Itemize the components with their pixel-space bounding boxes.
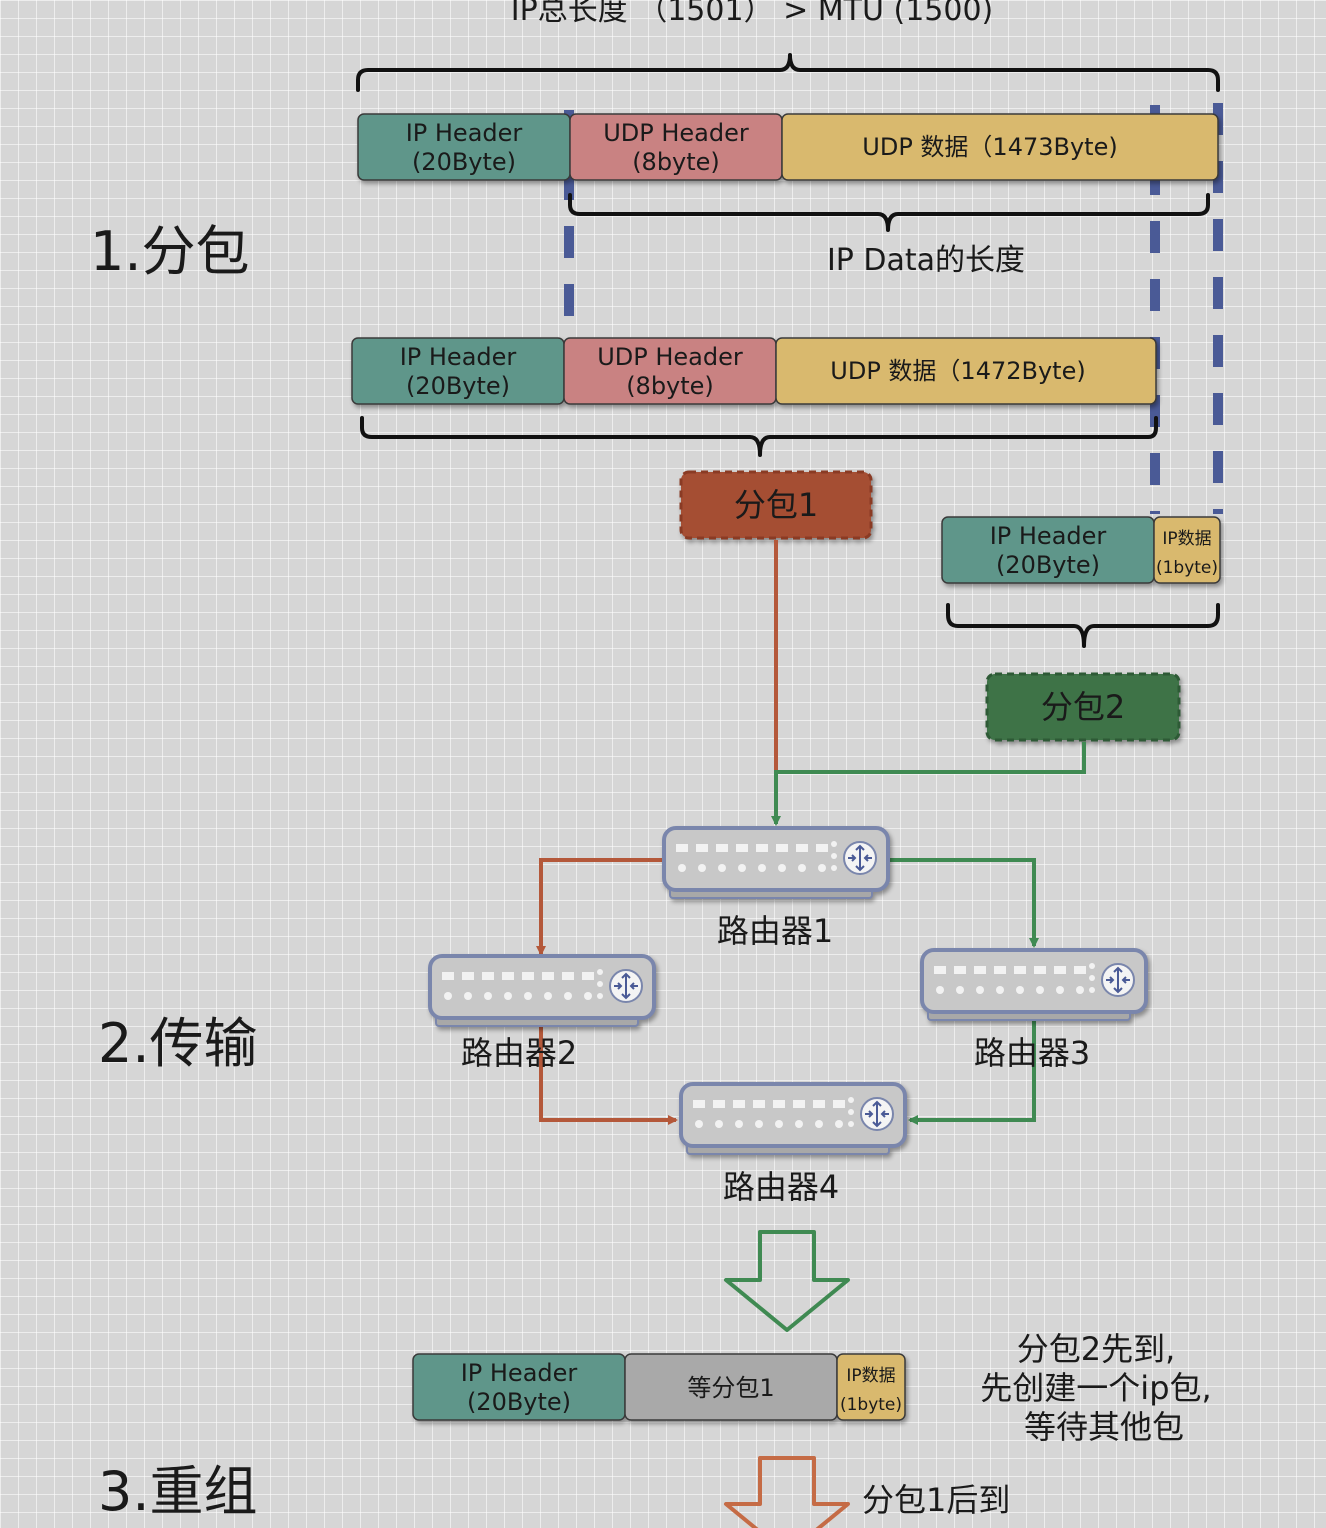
reasm-ip-data-label: IP数据 bbox=[846, 1366, 895, 1386]
wire-router3-to-router4 bbox=[908, 1020, 1036, 1125]
ip-data-length-label: IP Data的长度 bbox=[827, 243, 1025, 278]
packet1-label: 分包1 bbox=[734, 486, 818, 524]
fragment2-packet: IP Header (20Byte) IP数据 (1byte) bbox=[941, 516, 1221, 584]
reasm-ip-data-size: (1byte) bbox=[840, 1395, 902, 1415]
frag1-ip-header-label: IP Header bbox=[400, 343, 517, 371]
hollow-down-arrow-icon bbox=[724, 1230, 850, 1332]
packet2-label: 分包2 bbox=[1041, 688, 1125, 726]
wire-router1-to-router3 bbox=[888, 858, 1039, 948]
orig-udp-header-label: UDP Header bbox=[603, 119, 749, 147]
top-total-length-label: IP总长度 （1501） > MTU (1500) bbox=[511, 0, 994, 28]
reasm-ip-header-size: (20Byte) bbox=[467, 1388, 571, 1416]
orig-udp-data-box bbox=[781, 113, 1219, 181]
ip-data-brace bbox=[568, 193, 1210, 232]
reasm-ip-header-label: IP Header bbox=[461, 1359, 578, 1387]
section-reassemble-label: 3.重组 bbox=[98, 1460, 258, 1523]
note-packet2-first-line3: 等待其他包 bbox=[1024, 1408, 1184, 1446]
frag2-ip-data-label: IP数据 bbox=[1162, 529, 1211, 549]
router-icon bbox=[428, 954, 656, 1028]
section-split-label: 1.分包 bbox=[90, 220, 250, 283]
orig-udp-data-label: UDP 数据（1473Byte) bbox=[862, 133, 1117, 161]
router1-label: 路由器1 bbox=[717, 912, 833, 950]
frag1-udp-data-box bbox=[775, 337, 1157, 405]
frag2-ip-data-box bbox=[1153, 516, 1221, 584]
router4-label: 路由器4 bbox=[723, 1168, 839, 1206]
frag1-udp-header-label: UDP Header bbox=[597, 343, 743, 371]
router1 bbox=[662, 826, 890, 900]
frag2-ip-header-size: (20Byte) bbox=[996, 551, 1100, 579]
frag2-ip-header-label: IP Header bbox=[990, 522, 1107, 550]
reasm-ip-data-box bbox=[836, 1353, 906, 1421]
orig-ip-header-size: (20Byte) bbox=[412, 148, 516, 176]
fragment2-brace bbox=[946, 603, 1220, 648]
packet1-badge bbox=[679, 470, 873, 540]
note-packet2-first-line1: 分包2先到, bbox=[1017, 1330, 1176, 1368]
router-icon bbox=[920, 948, 1148, 1022]
router3-label: 路由器3 bbox=[974, 1034, 1090, 1072]
router4 bbox=[679, 1082, 907, 1156]
wire-router1-to-router2 bbox=[536, 858, 664, 956]
router2 bbox=[428, 954, 656, 1028]
reasm-waiting-label: 等分包1 bbox=[687, 1374, 774, 1402]
orig-udp-header-size: (8byte) bbox=[632, 148, 720, 176]
frag1-ip-header-size: (20Byte) bbox=[406, 372, 510, 400]
fragment1-packet: IP Header (20Byte) UDP Header (8byte) UD… bbox=[351, 337, 1157, 405]
frag2-ip-data-size: (1byte) bbox=[1156, 558, 1218, 578]
frag1-udp-header-size: (8byte) bbox=[626, 372, 714, 400]
hollow-down-arrow-icon bbox=[724, 1456, 850, 1528]
orig-ip-header-label: IP Header bbox=[406, 119, 523, 147]
total-length-brace bbox=[356, 53, 1220, 92]
router2-label: 路由器2 bbox=[461, 1034, 577, 1072]
note-packet1-later: 分包1后到 bbox=[862, 1481, 1010, 1519]
fragment1-brace bbox=[360, 416, 1158, 457]
reassembly-packet: IP Header (20Byte) 等分包1 IP数据 (1byte) bbox=[412, 1353, 906, 1421]
wire-packet2-to-router1 bbox=[771, 742, 1086, 826]
packet2-badge bbox=[985, 672, 1181, 742]
router-icon bbox=[662, 826, 890, 900]
section-transmit-label: 2.传输 bbox=[98, 1012, 258, 1075]
frag1-udp-data-label: UDP 数据（1472Byte) bbox=[830, 357, 1085, 385]
router-icon bbox=[679, 1082, 907, 1156]
note-packet2-first-line2: 先创建一个ip包, bbox=[980, 1369, 1211, 1407]
wire-router2-to-router4 bbox=[539, 1022, 678, 1125]
original-packet: IP Header (20Byte) UDP Header (8byte) UD… bbox=[357, 113, 1219, 181]
router3 bbox=[920, 948, 1148, 1022]
